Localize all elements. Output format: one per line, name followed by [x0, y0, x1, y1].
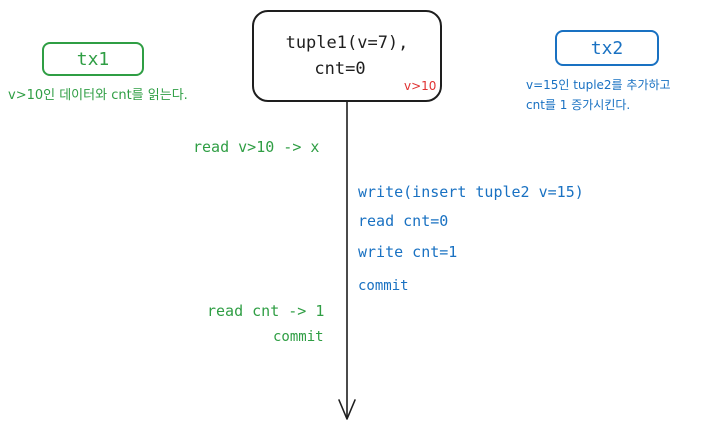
tx1-read-v: read v>10 -> x [193, 138, 320, 156]
tx2-commit: commit [358, 278, 409, 294]
tx2-write-cnt: write cnt=1 [358, 243, 458, 261]
tx1-label: tx1 [76, 48, 110, 70]
tx1-description: v>10인 데이터와 cnt를 읽는다. [8, 88, 188, 103]
tx1-read-cnt: read cnt -> 1 [207, 302, 325, 320]
tx1-box: tx1 [42, 42, 144, 76]
tx1-commit: commit [273, 329, 324, 345]
tuple-line1: tuple1(v=7), [285, 33, 409, 53]
annotation-label: v>10 [404, 79, 437, 93]
tx2-description-line2: cnt를 1 증가시킨다. [526, 98, 631, 112]
tx2-label: tx2 [590, 37, 624, 59]
tx2-write-insert: write(insert tuple2 v=15) [358, 183, 584, 201]
tx2-description-line1: v=15인 tuple2를 추가하고 [526, 78, 671, 92]
tx2-read-cnt: read cnt=0 [358, 212, 449, 230]
tuple-line2: cnt=0 [314, 59, 366, 79]
tuple-box: tuple1(v=7), cnt=0 [252, 10, 442, 102]
timeline-arrowhead [338, 399, 356, 420]
tx2-box: tx2 [555, 30, 659, 66]
